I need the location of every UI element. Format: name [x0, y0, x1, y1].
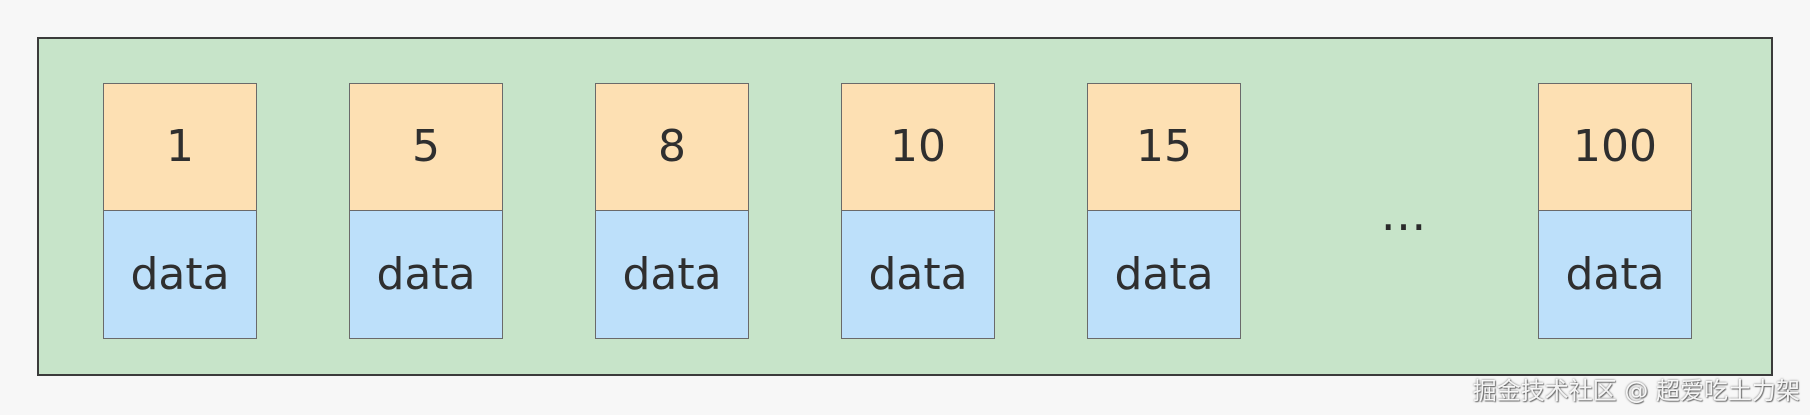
- record-3: 8 data: [595, 83, 749, 339]
- data-cell: data: [1087, 210, 1241, 339]
- key-cell: 5: [349, 83, 503, 211]
- data-cell: data: [841, 210, 995, 339]
- record-2: 5 data: [349, 83, 503, 339]
- key-cell: 100: [1538, 83, 1692, 211]
- record-5: 15 data: [1087, 83, 1241, 339]
- data-cell: data: [349, 210, 503, 339]
- data-cell: data: [103, 210, 257, 339]
- key-cell: 10: [841, 83, 995, 211]
- record-6: 100 data: [1538, 83, 1692, 339]
- key-cell: 8: [595, 83, 749, 211]
- record-container: 1 data 5 data 8 data 10 data 15 data … 1…: [37, 37, 1773, 376]
- key-cell: 1: [103, 83, 257, 211]
- watermark: 掘金技术社区 @ 超爱吃土力架: [1472, 377, 1800, 405]
- record-4: 10 data: [841, 83, 995, 339]
- record-1: 1 data: [103, 83, 257, 339]
- ellipsis: …: [1380, 187, 1428, 241]
- data-cell: data: [1538, 210, 1692, 339]
- data-cell: data: [595, 210, 749, 339]
- key-cell: 15: [1087, 83, 1241, 211]
